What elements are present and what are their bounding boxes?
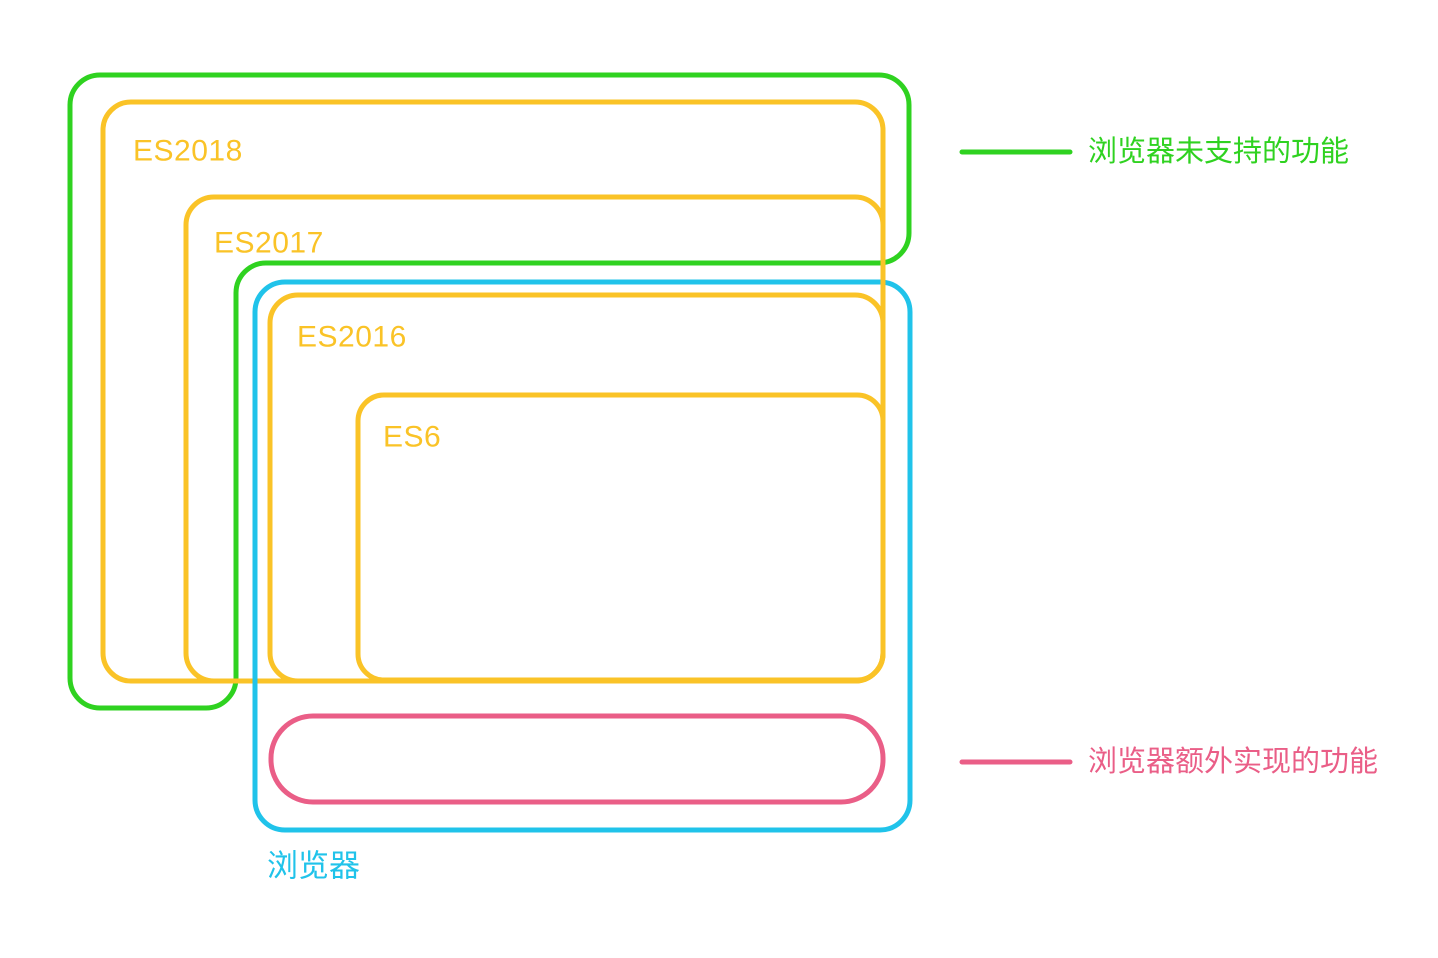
legend-extra: 浏览器额外实现的功能: [959, 745, 1378, 778]
legend-unsupported: 浏览器未支持的功能: [959, 135, 1349, 168]
legend-extra-label: 浏览器额外实现的功能: [1088, 745, 1378, 778]
legend-unsupported-label: 浏览器未支持的功能: [1088, 135, 1349, 168]
es2017-set-outline: [183, 194, 886, 684]
es2018-set-outline: [100, 99, 886, 684]
unsupported-features-outline: [67, 72, 912, 711]
browser-label: 浏览器: [267, 849, 360, 884]
es6-label: ES6: [383, 421, 441, 454]
es2017-label: ES2017: [214, 227, 324, 260]
browser-set-outline: [252, 279, 913, 833]
es2018-label: ES2018: [133, 135, 243, 168]
es2016-label: ES2016: [297, 321, 407, 354]
es6-set-outline: [355, 392, 886, 683]
browser-extra-features-outline: [268, 713, 886, 805]
